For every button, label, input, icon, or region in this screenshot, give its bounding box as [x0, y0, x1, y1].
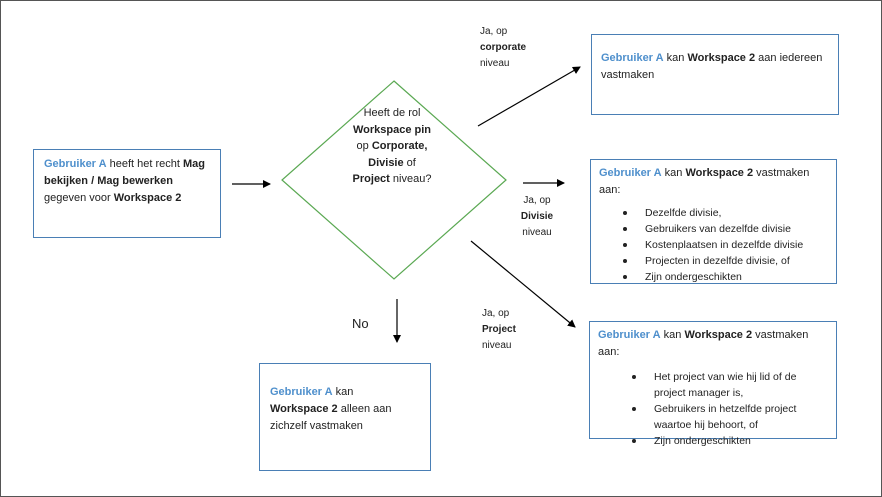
corporate-t2: aan iedereen vastmaken: [601, 52, 823, 81]
no-t2: alleen aan zichzelf vastmaken: [270, 403, 392, 432]
label-corporate: Ja, op corporate niveau: [480, 24, 526, 72]
divisie-list: Dezelfde divisie, Gebruikers van dezelfd…: [599, 205, 828, 285]
project-t1: kan: [663, 329, 682, 341]
start-right: Mag bekijken / Mag bewerken: [44, 158, 206, 187]
label-divisie-l2: Divisie: [520, 211, 554, 222]
start-workspace: Workspace 2: [113, 192, 182, 204]
no-box: Gebruiker A kan Workspace 2 alleen aan z…: [259, 363, 431, 471]
start-box: Gebruiker A heeft het recht Mag bekijken…: [33, 149, 221, 238]
list-item: Dezelfde divisie,: [623, 205, 828, 221]
list-item: Gebruikers in hetzelfde project waartoe …: [632, 401, 824, 433]
divisie-actor: Gebruiker A: [599, 167, 662, 179]
decision-t4: niveau?: [392, 173, 432, 185]
corporate-actor: Gebruiker A: [601, 52, 664, 64]
list-item: Zijn ondergeschikten: [632, 433, 824, 449]
decision-text: Heeft de rol Workspace pin op Corporate,…: [322, 105, 462, 188]
arrow-to-project: [470, 240, 576, 328]
decision-divisie: Divisie: [368, 156, 404, 169]
no-actor: Gebruiker A: [270, 386, 333, 398]
list-item: Kostenplaatsen in dezelfde divisie: [623, 237, 828, 253]
corporate-box: Gebruiker A kan Workspace 2 aan iedereen…: [591, 34, 839, 115]
decision-t3: of: [406, 156, 416, 169]
label-divisie-l1: Ja, op: [523, 195, 551, 206]
label-divisie: Ja, op Divisie niveau: [510, 193, 564, 241]
arrow-to-corporate: [477, 66, 581, 127]
divisie-workspace: Workspace 2: [685, 167, 754, 179]
project-box: Gebruiker A kan Workspace 2 vastmaken aa…: [589, 321, 837, 447]
divisie-t2: vastmaken aan:: [599, 167, 810, 196]
decision-project: Project: [352, 173, 390, 185]
decision-diamond: [281, 80, 507, 280]
corporate-t1: kan: [666, 52, 685, 64]
no-t1: kan: [335, 386, 354, 398]
decision-corporate: Corporate,: [371, 140, 428, 152]
label-project-l2: Project: [482, 324, 516, 335]
project-t2: vastmaken aan:: [598, 329, 809, 358]
divisie-t1: kan: [664, 167, 683, 179]
no-workspace: Workspace 2: [270, 403, 338, 415]
list-item: Gebruikers van dezelfde divisie: [623, 221, 828, 237]
project-actor: Gebruiker A: [598, 329, 661, 341]
start-text-2: gegeven voor: [44, 192, 111, 204]
start-actor: Gebruiker A: [44, 158, 107, 170]
project-workspace: Workspace 2: [684, 329, 753, 341]
label-project-l3: niveau: [482, 340, 512, 351]
decision-t2: op: [356, 140, 369, 152]
label-corporate-l3: niveau: [480, 58, 510, 69]
decision-t1: Heeft de rol: [363, 107, 421, 119]
divisie-box: Gebruiker A kan Workspace 2 vastmaken aa…: [590, 159, 837, 284]
start-text-1: heeft het recht: [109, 158, 180, 170]
label-project: Ja, op Project niveau: [482, 306, 516, 354]
label-divisie-l3: niveau: [522, 227, 552, 238]
label-corporate-l1: Ja, op: [480, 26, 508, 37]
list-item: Het project van wie hij lid of de projec…: [632, 369, 824, 401]
list-item: Projecten in dezelfde divisie, of: [623, 253, 828, 269]
decision-role: Workspace pin: [352, 123, 432, 136]
label-no: No: [352, 316, 369, 331]
project-list: Het project van wie hij lid of de projec…: [598, 369, 824, 449]
corporate-workspace: Workspace 2: [687, 52, 756, 64]
label-project-l1: Ja, op: [482, 308, 510, 319]
list-item: Zijn ondergeschikten: [623, 269, 828, 285]
label-corporate-l2: corporate: [480, 42, 527, 53]
